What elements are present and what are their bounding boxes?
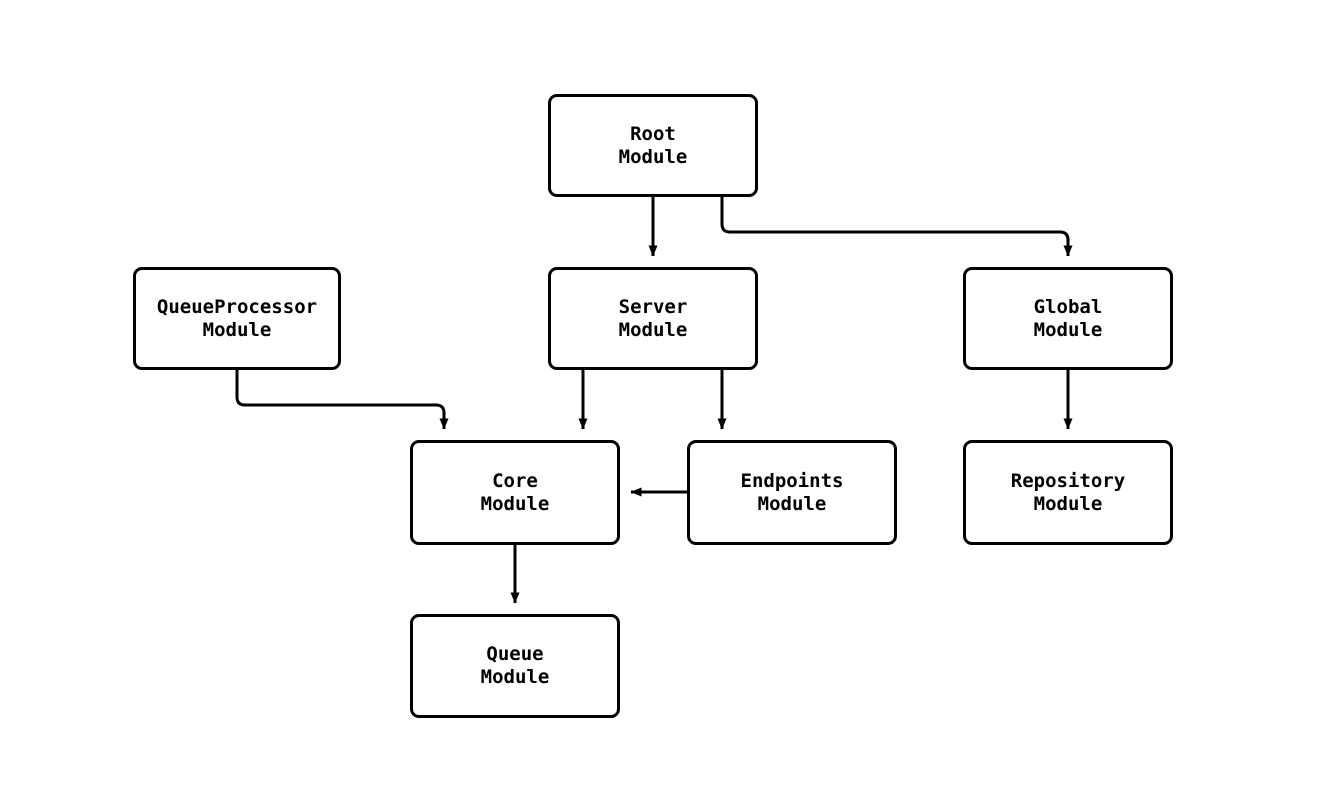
node-root-module-label-line2: Module: [618, 145, 688, 168]
node-endpoints-module[interactable]: Endpoints Module: [687, 440, 897, 545]
node-core-module[interactable]: Core Module: [410, 440, 620, 545]
edge-root-to-global: [720, 197, 1073, 257]
node-repository-module[interactable]: Repository Module: [963, 440, 1173, 545]
node-queueprocessor-module[interactable]: QueueProcessor Module: [133, 267, 341, 370]
node-core-module-label-line2: Module: [480, 492, 550, 515]
node-endpoints-module-label-line1: Endpoints: [740, 469, 844, 492]
node-server-module-label-line2: Module: [618, 318, 688, 341]
node-queue-module[interactable]: Queue Module: [410, 614, 620, 718]
node-queueprocessor-module-label-line2: Module: [202, 318, 272, 341]
node-queue-module-label-line2: Module: [480, 666, 550, 688]
node-queue-module-label-line1: Queue: [486, 643, 544, 665]
node-root-module-label-line1: Root: [630, 122, 676, 145]
node-repository-module-label-line1: Repository: [1010, 469, 1126, 492]
node-server-module[interactable]: Server Module: [548, 267, 758, 370]
node-queueprocessor-module-label-line1: QueueProcessor: [156, 295, 318, 318]
node-server-module-label-line1: Server: [618, 295, 688, 318]
node-global-module-label-line2: Module: [1033, 318, 1103, 341]
node-core-module-label-line1: Core: [492, 469, 538, 492]
node-global-module[interactable]: Global Module: [963, 267, 1173, 370]
node-global-module-label-line1: Global: [1033, 295, 1103, 318]
node-repository-module-label-line2: Module: [1033, 492, 1103, 515]
node-endpoints-module-label-line2: Module: [757, 492, 827, 515]
node-root-module[interactable]: Root Module: [548, 94, 758, 197]
edge-queueprocessor-to-core: [235, 370, 449, 430]
